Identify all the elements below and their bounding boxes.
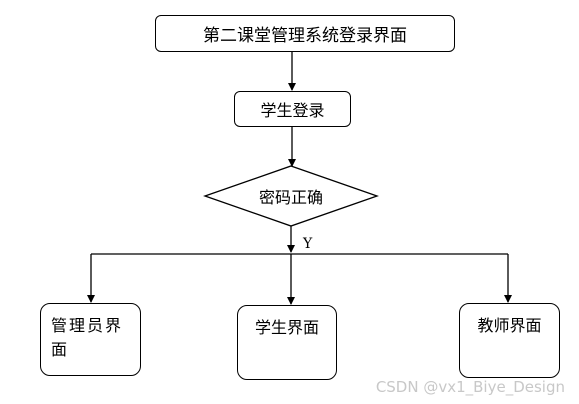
title-node: 第二课堂管理系统登录界面 <box>155 15 455 52</box>
watermark-text: CSDN @vx1_Biye_Design <box>375 378 565 396</box>
branch-yes-label: Y <box>303 236 313 252</box>
student-interface-label: 学生界面 <box>254 318 319 337</box>
admin-interface-label: 管理员界面 <box>51 316 124 359</box>
teacher-interface-label: 教师界面 <box>477 316 542 335</box>
decision-label: 密码正确 <box>258 188 323 207</box>
admin-interface-node: 管理员界面 <box>40 303 141 376</box>
title-node-label: 第二课堂管理系统登录界面 <box>203 26 407 46</box>
student-login-node: 学生登录 <box>234 91 351 127</box>
student-login-label: 学生登录 <box>260 101 325 120</box>
student-interface-node: 学生界面 <box>237 305 337 380</box>
teacher-interface-node: 教师界面 <box>459 303 560 378</box>
